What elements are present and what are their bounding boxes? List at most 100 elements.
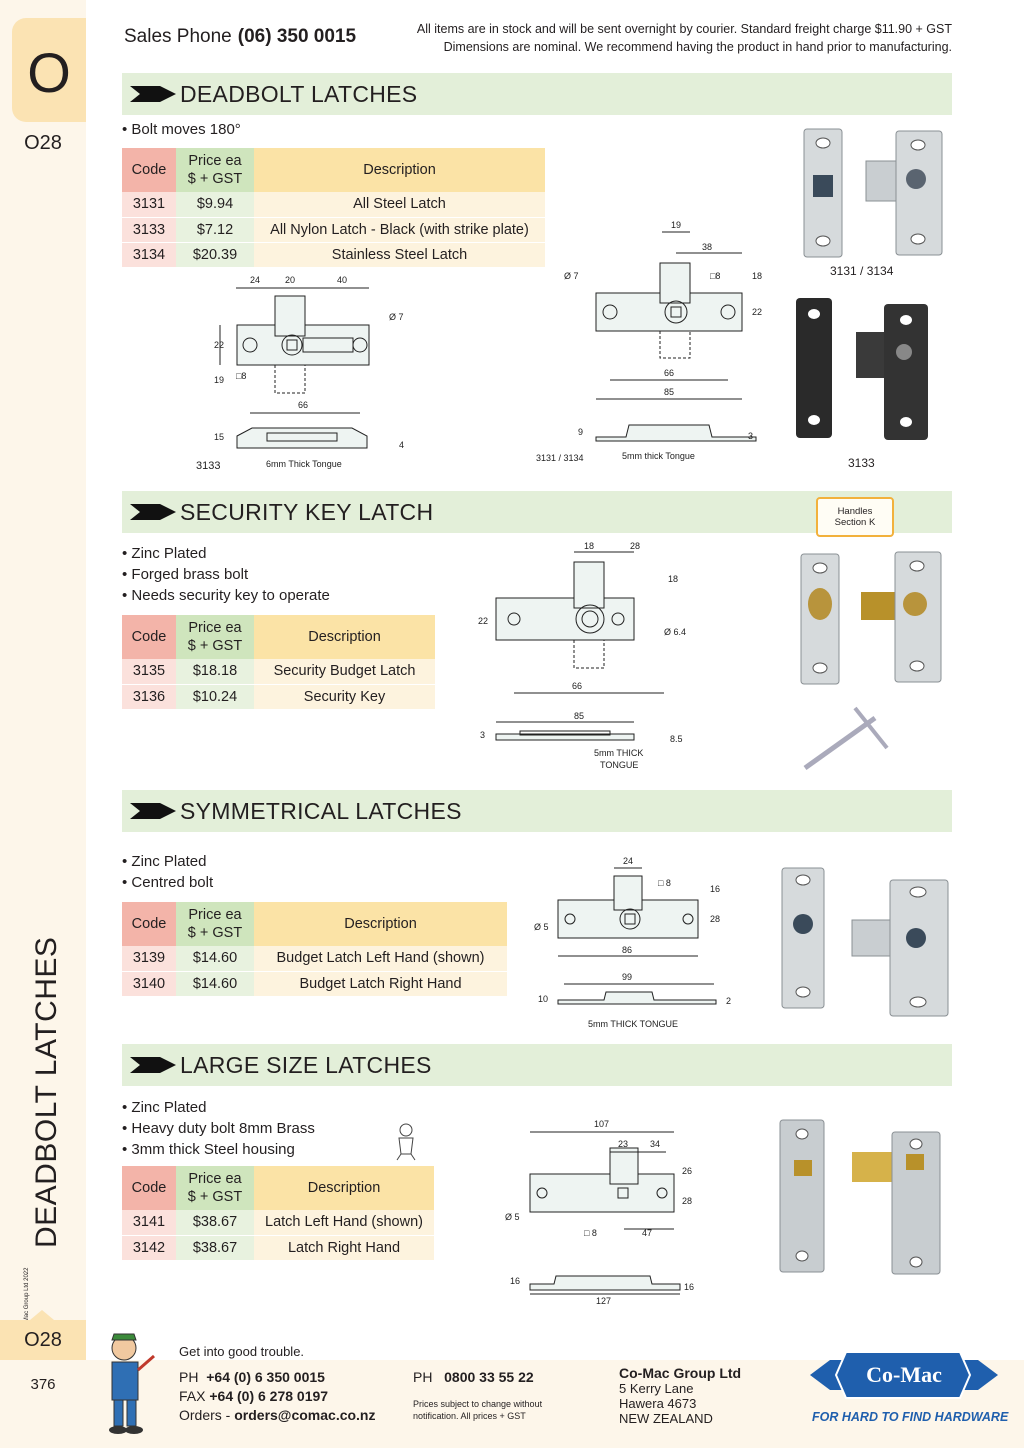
cell-description: Latch Left Hand (shown) (254, 1210, 434, 1236)
description-header: Description (254, 1166, 434, 1210)
shipping-notice: All items are in stock and will be sent … (370, 20, 952, 56)
cell-code: 3142 (122, 1235, 176, 1261)
handles-badge[interactable]: Handles Section K (816, 497, 894, 537)
drawing-tongue: TONGUE (600, 760, 638, 770)
mascot-icon (109, 1333, 155, 1434)
cell-price: $9.94 (176, 192, 254, 218)
ph-value[interactable]: +64 (0) 6 350 0015 (206, 1369, 325, 1385)
cell-description: Security Budget Latch (254, 659, 435, 685)
cell-price: $38.67 (176, 1210, 254, 1236)
section-letter-tab (12, 18, 86, 122)
dim-label: 66 (664, 368, 674, 378)
dim-label: 22 (752, 307, 762, 317)
dim-label: 34 (650, 1139, 660, 1149)
side-tab-column (0, 0, 86, 1448)
orders-email[interactable]: orders@comac.co.nz (234, 1407, 376, 1423)
section-title: DEADBOLT LATCHES (180, 81, 418, 107)
dim-label: □ 8 (658, 878, 671, 888)
dim-label: 9 (578, 427, 583, 437)
table-row: 3141 $38.67 Latch Left Hand (shown) (122, 1210, 434, 1236)
comac-logo: Co-Mac (810, 1351, 998, 1399)
technical-drawing-3131: 19 38 Ø 7 □8 18 22 66 85 9 3 3131 / 3134… (536, 220, 762, 463)
section-bar-symmetrical: SYMMETRICAL LATCHES (122, 790, 952, 832)
table-row: 3140 $14.60 Budget Latch Right Hand (122, 971, 507, 997)
fax-value: +64 (0) 6 278 0197 (209, 1388, 329, 1404)
technical-drawing-3139: 24 □ 8 16 28 Ø 5 86 99 10 2 5mm THICK TO… (534, 856, 731, 1029)
table-row: 3134 $20.39 Stainless Steel Latch (122, 242, 545, 268)
dim-label: 16 (510, 1276, 520, 1286)
dim-label: 99 (622, 972, 632, 982)
dim-label: 20 (285, 275, 295, 285)
dim-label: Ø 7 (389, 312, 404, 322)
dim-label: 3 (748, 431, 753, 441)
mascot-sketch-icon (396, 1123, 416, 1161)
dim-label: 66 (298, 400, 308, 410)
section-bar-deadbolt: DEADBOLT LATCHES (122, 73, 952, 115)
cell-code: 3136 (122, 684, 176, 710)
description-header: Description (254, 615, 435, 659)
table-row: 3136 $10.24 Security Key (122, 684, 435, 710)
cell-description: Security Key (254, 684, 435, 710)
disclaimer-line: Prices subject to change without (413, 1399, 543, 1409)
dim-label: 16 (684, 1282, 694, 1292)
freephone-value[interactable]: 0800 33 55 22 (444, 1369, 534, 1385)
freephone-label: PH (413, 1369, 433, 1385)
dim-label: 19 (671, 220, 681, 230)
page-number: 376 (30, 1376, 56, 1393)
dim-label: 4 (399, 440, 404, 450)
arrow-icon (130, 1057, 176, 1073)
dim-label: 18 (668, 574, 678, 584)
slogan: FOR HARD TO FIND HARDWARE (812, 1410, 1009, 1424)
sales-label: Sales Phone (124, 26, 232, 47)
table-row: 3135 $18.18 Security Budget Latch (122, 659, 435, 685)
technical-drawing-3141: 107 23 34 26 28 Ø 5 □ 8 47 16 16 127 (505, 1119, 694, 1306)
drawing-model: 3133 (196, 460, 220, 472)
dim-label: □8 (710, 271, 720, 281)
dim-label: 23 (618, 1139, 628, 1149)
table-row: 3133 $7.12 All Nylon Latch - Black (with… (122, 217, 545, 243)
dim-label: 28 (682, 1196, 692, 1206)
dim-label: Ø 5 (505, 1212, 520, 1222)
table-row: 3131 $9.94 All Steel Latch (122, 192, 545, 218)
cell-description: All Nylon Latch - Black (with strike pla… (254, 217, 545, 243)
code-header: Code (122, 615, 176, 659)
bottom-tab: O28 (0, 1310, 86, 1360)
cell-code: 3135 (122, 659, 176, 685)
arrow-icon (130, 504, 176, 520)
cell-price: $20.39 (176, 242, 254, 268)
dim-label: 2 (726, 996, 731, 1006)
cell-price: $18.18 (176, 659, 254, 685)
technical-drawing-3133: 24 20 40 Ø 7 22 19 □8 66 15 4 3133 6mm T… (196, 275, 404, 472)
dim-label: 28 (710, 914, 720, 924)
bullet-list: • Bolt moves 180° (122, 119, 241, 140)
price-table: Code Price ea$ + GST Description 3135 $1… (122, 615, 435, 710)
photo-caption: 3133 (848, 456, 875, 470)
dim-label: Ø 7 (564, 271, 579, 281)
cell-description: Stainless Steel Latch (254, 242, 545, 268)
section-title: LARGE SIZE LATCHES (180, 1052, 432, 1078)
cell-code: 3133 (122, 217, 176, 243)
dim-label: 47 (642, 1228, 652, 1238)
disclaimer: Prices subject to change without notific… (413, 1398, 542, 1422)
bullet: • Zinc Plated (122, 853, 207, 870)
latch-photo-steel (803, 128, 943, 258)
dim-label: 85 (574, 711, 584, 721)
cell-code: 3131 (122, 192, 176, 218)
symmetrical-latch-photo (781, 867, 949, 1017)
table-row: 3139 $14.60 Budget Latch Left Hand (show… (122, 946, 507, 972)
notice-line: All items are in stock and will be sent … (416, 22, 952, 36)
dim-label: 28 (630, 541, 640, 551)
bullet-list: • Zinc Plated • Heavy duty bolt 8mm Bras… (122, 1097, 315, 1160)
fax-line: FAX +64 (0) 6 278 0197 (179, 1387, 328, 1406)
side-title: DEADBOLT LATCHES (30, 936, 63, 1248)
bullet: • 3mm thick Steel housing (122, 1141, 295, 1158)
phone-line: PH +64 (0) 6 350 0015 (179, 1368, 325, 1387)
cell-description: Budget Latch Right Hand (254, 971, 507, 997)
cell-price: $38.67 (176, 1235, 254, 1261)
bullet: • Forged brass bolt (122, 566, 249, 583)
cell-price: $14.60 (176, 946, 254, 972)
freephone-line: PH 0800 33 55 22 (413, 1368, 534, 1387)
orders-line: Orders - orders@comac.co.nz (179, 1406, 376, 1425)
arrow-icon (130, 86, 176, 102)
code-header: Code (122, 1166, 176, 1210)
